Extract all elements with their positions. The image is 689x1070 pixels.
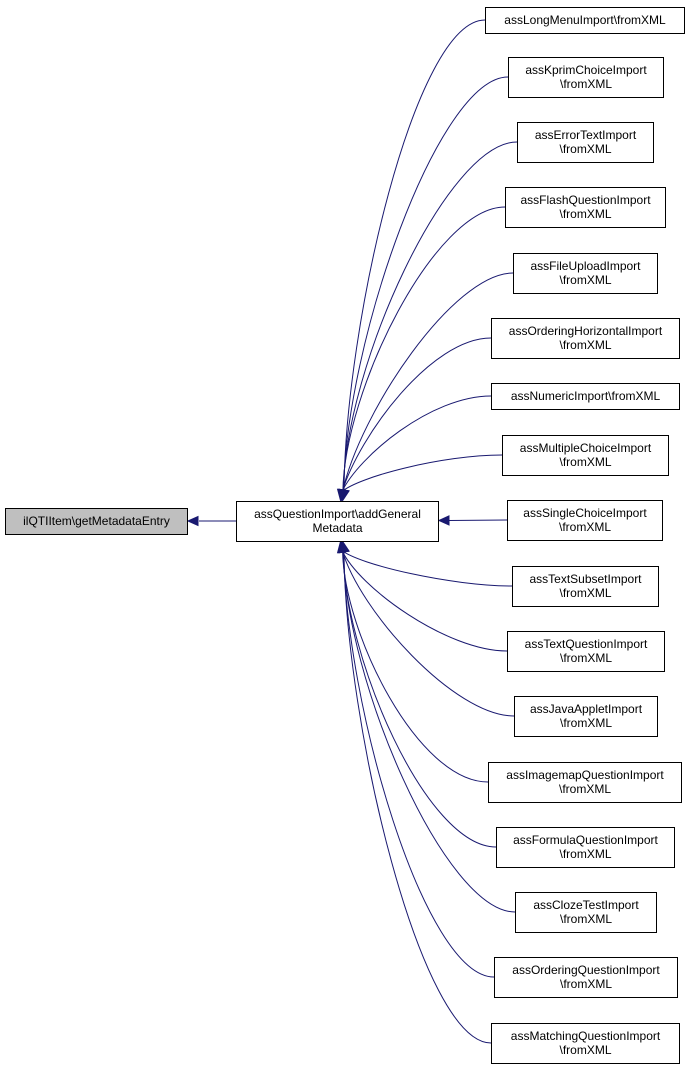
node-ass-long-menu-import-from-xml-box [485, 7, 685, 34]
node-ass-ordering-horizontal-import-from-xml[interactable]: assOrderingHorizontalImport\fromXML [491, 318, 680, 359]
edge-ass-matching-question-import-from-xml [343, 549, 492, 1044]
node-ass-matching-question-import-from-xml-box [491, 1023, 680, 1064]
edge-center-to-root-arrow [186, 515, 199, 527]
node-ass-formula-question-import-from-xml-box [496, 827, 675, 868]
node-ass-cloze-test-import-from-xml-box [515, 892, 657, 933]
edge-ass-text-question-import-from-xml [341, 549, 508, 652]
node-ass-imagemap-question-import-from-xml[interactable]: assImagemapQuestionImport\fromXML [488, 762, 682, 803]
node-ass-cloze-test-import-from-xml-label-line-1: assClozeTestImport [533, 898, 639, 912]
node-ass-file-upload-import-from-xml-label-line-2: \fromXML [559, 273, 611, 287]
node-ass-text-subset-import-from-xml[interactable]: assTextSubsetImport\fromXML [512, 566, 659, 607]
edge-ass-java-applet-import-from-xml [341, 549, 515, 717]
node-ass-multiple-choice-import-from-xml-label-line-2: \fromXML [559, 455, 611, 469]
node-assquestionimport-addgeneralmetadata-label-line-1: assQuestionImport\addGeneral [254, 507, 421, 521]
node-ilqtiitem-getmetadataentry[interactable]: ilQTIItem\getMetadataEntry [5, 508, 188, 535]
node-ass-error-text-import-from-xml-box [517, 122, 654, 163]
node-ass-formula-question-import-from-xml-label-line-2: \fromXML [559, 847, 611, 861]
node-ass-numeric-import-from-xml[interactable]: assNumericImport\fromXML [491, 383, 680, 410]
edge-ass-numeric-import-from-xml [341, 395, 492, 493]
node-ass-ordering-horizontal-import-from-xml-label-line-1: assOrderingHorizontalImport [509, 324, 663, 338]
node-ass-long-menu-import-from-xml-label-line-1: assLongMenuImport\fromXML [504, 13, 666, 27]
node-ass-ordering-question-import-from-xml-label-line-2: \fromXML [560, 977, 612, 991]
node-ass-multiple-choice-import-from-xml-box [502, 435, 669, 476]
edge-ass-error-text-import-from-xml [342, 141, 518, 493]
edge-ass-long-menu-import-from-xml [343, 19, 486, 493]
node-ass-text-question-import-from-xml-label-line-1: assTextQuestionImport [525, 637, 648, 651]
node-ilqtiitem-getmetadataentry-label-line-1: ilQTIItem\getMetadataEntry [23, 514, 170, 528]
node-ass-text-question-import-from-xml-box [507, 631, 665, 672]
node-ass-matching-question-import-from-xml-label-line-1: assMatchingQuestionImport [511, 1029, 661, 1043]
node-ass-file-upload-import-from-xml-box [513, 253, 658, 294]
node-ass-kprim-choice-import-from-xml[interactable]: assKprimChoiceImport\fromXML [508, 57, 664, 98]
node-ass-text-subset-import-from-xml-label-line-1: assTextSubsetImport [529, 572, 642, 586]
node-ass-java-applet-import-from-xml[interactable]: assJavaAppletImport\fromXML [514, 696, 658, 737]
node-ass-ordering-question-import-from-xml[interactable]: assOrderingQuestionImport\fromXML [494, 957, 678, 998]
node-ass-multiple-choice-import-from-xml[interactable]: assMultipleChoiceImport\fromXML [502, 435, 669, 476]
node-ass-java-applet-import-from-xml-box [514, 696, 658, 737]
node-ass-text-subset-import-from-xml-box [512, 566, 659, 607]
node-assquestionimport-addgeneralmetadata-box [236, 501, 439, 542]
node-ass-imagemap-question-import-from-xml-label-line-1: assImagemapQuestionImport [506, 768, 664, 782]
node-ass-cloze-test-import-from-xml-label-line-2: \fromXML [560, 912, 612, 926]
node-ass-flash-question-import-from-xml-box [505, 187, 666, 228]
edge-ass-ordering-question-import-from-xml [343, 549, 495, 978]
node-ass-text-question-import-from-xml-label-line-2: \fromXML [560, 651, 612, 665]
node-ass-ordering-horizontal-import-from-xml-label-line-2: \fromXML [559, 338, 611, 352]
node-ass-ordering-question-import-from-xml-box [494, 957, 678, 998]
edge-ass-matching-question-import-from-xml-arrow [339, 540, 350, 554]
edge-ass-formula-question-import-from-xml [342, 549, 497, 848]
node-ass-imagemap-question-import-from-xml-box [488, 762, 682, 803]
edge-ass-multiple-choice-import-from-xml [341, 454, 503, 493]
node-ass-multiple-choice-import-from-xml-label-line-1: assMultipleChoiceImport [520, 441, 652, 455]
node-ilqtiitem-getmetadataentry-box [5, 508, 188, 535]
edge-ass-file-upload-import-from-xml [341, 272, 514, 493]
edge-ass-cloze-test-import-from-xml [342, 549, 516, 913]
node-ass-kprim-choice-import-from-xml-box [508, 57, 664, 98]
edge-ass-flash-question-import-from-xml [342, 206, 506, 493]
edge-ass-kprim-choice-import-from-xml [343, 76, 509, 493]
node-ass-single-choice-import-from-xml[interactable]: assSingleChoiceImport\fromXML [507, 500, 663, 541]
node-ass-error-text-import-from-xml-label-line-2: \fromXML [559, 142, 611, 156]
node-ass-single-choice-import-from-xml-label-line-2: \fromXML [559, 520, 611, 534]
edge-ass-single-choice-import-from-xml-arrow [437, 515, 450, 526]
node-ass-kprim-choice-import-from-xml-label-line-1: assKprimChoiceImport [525, 63, 647, 77]
node-ass-imagemap-question-import-from-xml-label-line-2: \fromXML [559, 782, 611, 796]
edges [186, 19, 518, 1044]
node-ass-ordering-question-import-from-xml-label-line-1: assOrderingQuestionImport [512, 963, 660, 977]
node-ass-flash-question-import-from-xml-label-line-1: assFlashQuestionImport [520, 193, 651, 207]
node-ass-cloze-test-import-from-xml[interactable]: assClozeTestImport\fromXML [515, 892, 657, 933]
node-ass-formula-question-import-from-xml-label-line-1: assFormulaQuestionImport [513, 833, 658, 847]
nodes: ilQTIItem\getMetadataEntry assQuestionImp… [5, 7, 685, 1064]
node-ass-kprim-choice-import-from-xml-label-line-2: \fromXML [560, 77, 612, 91]
node-ass-matching-question-import-from-xml[interactable]: assMatchingQuestionImport\fromXML [491, 1023, 680, 1064]
node-ass-file-upload-import-from-xml-label-line-1: assFileUploadImport [530, 259, 641, 273]
edge-ass-text-subset-import-from-xml [341, 549, 513, 587]
node-ass-matching-question-import-from-xml-label-line-2: \fromXML [559, 1043, 611, 1057]
node-ass-numeric-import-from-xml-box [491, 383, 680, 410]
node-ass-file-upload-import-from-xml[interactable]: assFileUploadImport\fromXML [513, 253, 658, 294]
node-ass-flash-question-import-from-xml-label-line-2: \fromXML [559, 207, 611, 221]
node-ass-flash-question-import-from-xml[interactable]: assFlashQuestionImport\fromXML [505, 187, 666, 228]
edge-ass-multiple-choice-import-from-xml-arrow [336, 488, 348, 502]
node-ass-numeric-import-from-xml-label-line-1: assNumericImport\fromXML [511, 389, 661, 403]
node-ass-formula-question-import-from-xml[interactable]: assFormulaQuestionImport\fromXML [496, 827, 675, 868]
node-ass-ordering-horizontal-import-from-xml-box [491, 318, 680, 359]
node-ass-text-question-import-from-xml[interactable]: assTextQuestionImport\fromXML [507, 631, 665, 672]
node-ass-long-menu-import-from-xml[interactable]: assLongMenuImport\fromXML [485, 7, 685, 34]
node-ass-error-text-import-from-xml[interactable]: assErrorTextImport\fromXML [517, 122, 654, 163]
node-assquestionimport-addgeneralmetadata-label-line-2: Metadata [312, 521, 362, 535]
edge-ass-ordering-horizontal-import-from-xml [341, 337, 492, 493]
node-ass-error-text-import-from-xml-label-line-1: assErrorTextImport [535, 128, 637, 142]
node-ass-single-choice-import-from-xml-label-line-1: assSingleChoiceImport [523, 506, 647, 520]
node-ass-java-applet-import-from-xml-label-line-2: \fromXML [560, 716, 612, 730]
node-ass-text-subset-import-from-xml-label-line-2: \fromXML [559, 586, 611, 600]
node-ass-single-choice-import-from-xml-box [507, 500, 663, 541]
node-ass-java-applet-import-from-xml-label-line-1: assJavaAppletImport [530, 702, 643, 716]
edge-ass-imagemap-question-import-from-xml [342, 549, 489, 783]
